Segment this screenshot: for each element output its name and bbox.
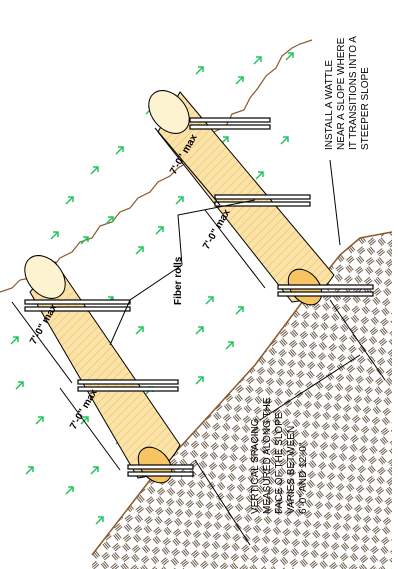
vegetation-arrow-icon	[80, 416, 89, 425]
vegetation-arrow-icon	[195, 326, 204, 335]
vegetation-arrow-icon	[253, 56, 262, 65]
stakes	[24, 117, 374, 477]
vegetation-arrow-icon	[235, 306, 244, 315]
spacing-note: VERTICAL SPACING MEASURED ALONG THE FACE…	[250, 395, 309, 514]
vegetation-arrow-icon	[25, 466, 34, 475]
dimension-label: 7'-0" max	[68, 387, 100, 431]
vegetation-arrow-icon	[195, 376, 204, 385]
vegetation-arrow-icon	[65, 486, 74, 495]
vegetation-arrow-icon	[195, 66, 204, 75]
vegetation-arrow-icon	[135, 246, 144, 255]
vegetation-arrow-icon	[155, 226, 164, 235]
dimension-lines	[11, 127, 266, 471]
vegetation-arrow-icon	[90, 466, 99, 475]
vegetation-arrow-icon	[255, 171, 264, 180]
vegetation-arrow-icon	[90, 166, 99, 175]
soil-section	[92, 232, 392, 569]
vegetation-arrow-icon	[35, 416, 44, 425]
vegetation-arrow-icon	[105, 216, 114, 225]
vegetation-arrow-icon	[15, 381, 24, 390]
vegetation-arrow-icon	[10, 336, 19, 345]
vegetation-arrow-icon	[135, 326, 144, 335]
vegetation-arrow-icon	[50, 231, 59, 240]
vegetation-arrow-icon	[95, 516, 104, 525]
dimension-label: 7'-0" max	[201, 207, 233, 251]
vegetation-arrow-icon	[205, 296, 214, 305]
leader-lines	[109, 159, 386, 546]
vegetation-arrow-icon	[280, 136, 289, 145]
vegetation-arrow-icon	[285, 52, 294, 61]
vegetation-arrow-icon	[115, 146, 124, 155]
vegetation-arrow-icon	[175, 196, 184, 205]
vegetation-arrow-icon	[225, 341, 234, 350]
vegetation-arrow-icon	[65, 196, 74, 205]
wattle-note: INSTALL A WATTLE NEAR A SLOPE WHERE IT T…	[324, 34, 371, 150]
vegetation-arrow-icon	[80, 236, 89, 245]
fiber-roll-lower	[24, 255, 181, 484]
vegetation-arrow-icon	[235, 76, 244, 85]
fiber-rolls-label: Fiber rolls	[173, 256, 184, 305]
